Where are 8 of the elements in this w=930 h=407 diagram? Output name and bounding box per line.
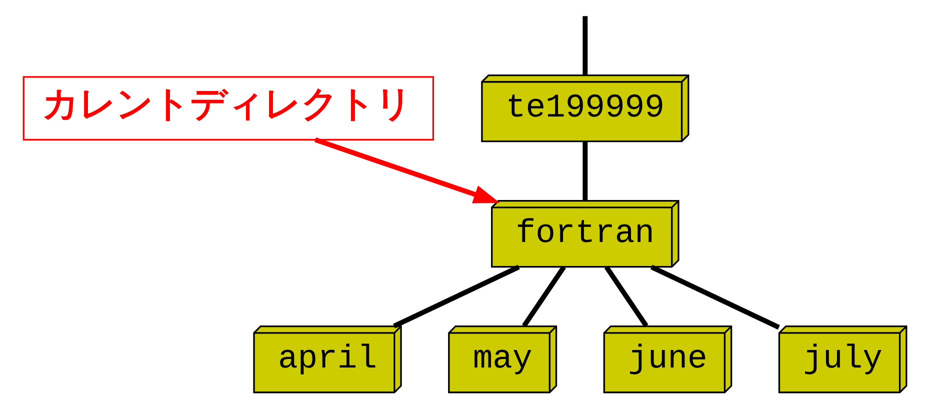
connector — [650, 264, 780, 330]
arrow — [314, 137, 500, 204]
connector — [522, 266, 566, 328]
connector — [393, 264, 520, 328]
connector — [582, 16, 588, 76]
connector — [604, 266, 648, 328]
node-box: カレントディレクトリ — [22, 76, 434, 140]
connector — [582, 141, 588, 200]
